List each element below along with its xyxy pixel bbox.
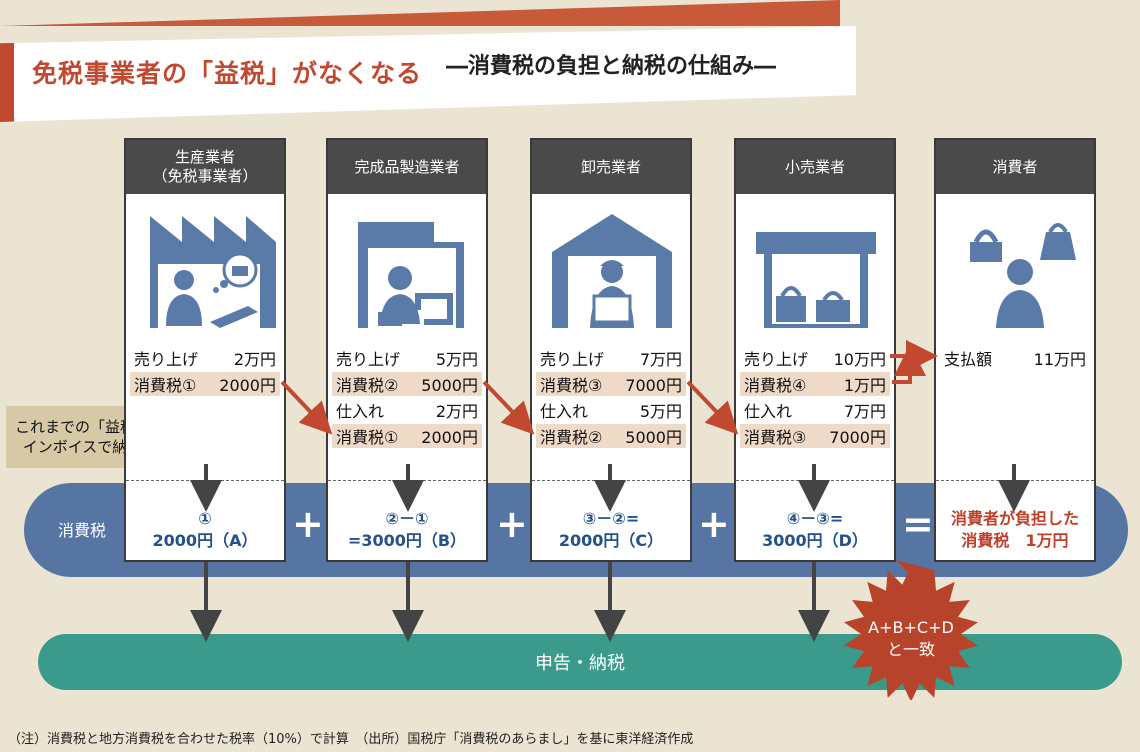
- row-sales: 売り上げ 2万円: [130, 346, 280, 370]
- row-sales: 売り上げ 10万円: [740, 346, 890, 370]
- row-value: 5000円: [625, 428, 682, 447]
- tax-calc: ④－③= 3000円（D）: [736, 508, 894, 552]
- tax-transfer-arrow: [482, 380, 535, 435]
- column-title: 完成品製造業者: [354, 157, 460, 176]
- callout-line-2: インボイスで納税に: [22, 438, 158, 456]
- row-purchase-tax: 消費税③ 7000円: [740, 424, 890, 448]
- filing-label: 申告・納税: [535, 653, 625, 674]
- row-label: 売り上げ: [744, 350, 809, 369]
- row-purchase: 仕入れ 5万円: [536, 398, 686, 422]
- row-sales: 売り上げ 7万円: [536, 346, 686, 370]
- row-purchase: 仕入れ 7万円: [740, 398, 890, 422]
- row-value: 2万円: [233, 350, 276, 369]
- row-purchase-tax: 消費税② 5000円: [536, 424, 686, 448]
- plus-operator: +: [496, 502, 528, 546]
- row-value: 2万円: [435, 402, 478, 421]
- row-value: 2000円: [421, 428, 478, 447]
- sewing-workshop-icon: [358, 222, 464, 328]
- row-value: 5万円: [435, 350, 478, 369]
- row-label: 売り上げ: [540, 350, 605, 369]
- burst-line-2: と一致: [886, 640, 935, 659]
- calc-line-2: 消費税 1万円: [961, 531, 1069, 550]
- row-label: 消費税②: [540, 428, 603, 447]
- column-header: 卸売業者: [532, 140, 690, 194]
- column-title: 小売業者: [784, 157, 845, 176]
- column-header: 生産業者（免税事業者）: [126, 140, 284, 194]
- row-value: 1万円: [843, 376, 886, 395]
- row-tax: 消費税④ 1万円: [740, 372, 890, 396]
- plus-operator: +: [292, 502, 324, 546]
- row-value: 7万円: [639, 350, 682, 369]
- payment-arrow: [892, 344, 926, 384]
- row-tax: 消費税③ 7000円: [536, 372, 686, 396]
- row-value: 5000円: [421, 376, 478, 395]
- tax-calc: ②－① =3000円（B）: [328, 508, 486, 552]
- shop-icon: [756, 232, 876, 328]
- consumer-tax-result: 消費者が負担した 消費税 1万円: [936, 508, 1094, 552]
- row-value: 2000円: [219, 376, 276, 395]
- burst-line-1: A+B+C+D: [868, 618, 954, 637]
- row-label: 消費税③: [540, 376, 603, 395]
- page-subtitle: ―消費税の負担と納税の仕組み―: [446, 54, 777, 79]
- tax-calc: ① 2000円（A）: [126, 508, 284, 552]
- row-value: 7万円: [843, 402, 886, 421]
- row-label: 売り上げ: [134, 350, 199, 369]
- column-header: 完成品製造業者: [328, 140, 486, 194]
- column-subtitle: （免税事業者）: [152, 167, 258, 185]
- row-label: 消費税④: [744, 376, 807, 395]
- starburst-text: A+B+C+D と一致: [846, 617, 976, 661]
- calc-line-2: =3000円（B）: [347, 531, 467, 550]
- calc-line-2: 2000円（C）: [558, 531, 664, 550]
- page-title: 免税事業者の「益税」がなくなる: [32, 59, 423, 88]
- row-value: 5万円: [639, 402, 682, 421]
- row-tax: 消費税② 5000円: [332, 372, 482, 396]
- tax-calc: ③－②= 2000円（C）: [532, 508, 690, 552]
- row-label: 消費税③: [744, 428, 807, 447]
- column-title: 卸売業者: [580, 157, 641, 176]
- calc-line-2: 3000円（D）: [762, 531, 868, 550]
- factory-icon: [150, 216, 276, 328]
- equals-operator: =: [902, 502, 934, 546]
- row-value: 7000円: [829, 428, 886, 447]
- footnote: （注）消費税と地方消費税を合わせた税率（10%）で計算 （出所）国税庁「消費税の…: [8, 732, 694, 747]
- row-label: 支払額: [944, 350, 993, 369]
- column-header: 小売業者: [736, 140, 894, 194]
- row-label: 仕入れ: [744, 402, 793, 421]
- column-producer: 生産業者（免税事業者） 売り上げ 2万円 消費税① 2000円 ① 2000円（A）: [124, 138, 286, 562]
- consumer-icon: [970, 223, 1076, 328]
- column-title: 生産業者: [174, 148, 235, 167]
- row-sales: 売り上げ 5万円: [332, 346, 482, 370]
- row-value: 10万円: [833, 350, 886, 369]
- row-purchase-tax: 消費税① 2000円: [332, 424, 482, 448]
- calc-line-1: 消費者が負担した: [950, 509, 1079, 528]
- row-label: 消費税②: [336, 376, 399, 395]
- calc-line-1: ①: [198, 509, 212, 528]
- column-title: 消費者: [992, 157, 1038, 176]
- row-tax: 消費税① 2000円: [130, 372, 280, 396]
- row-label: 仕入れ: [540, 402, 589, 421]
- row-label: 仕入れ: [336, 402, 385, 421]
- tax-transfer-arrow: [686, 380, 739, 435]
- plus-operator: +: [698, 502, 730, 546]
- row-value: 7000円: [625, 376, 682, 395]
- calc-line-1: ②－①: [385, 509, 429, 528]
- calc-line-1: ③－②=: [582, 509, 640, 528]
- tax-band-label: 消費税: [58, 521, 107, 540]
- row-value: 11万円: [1033, 350, 1086, 369]
- starburst-badge: [844, 560, 978, 700]
- tax-transfer-arrow: [280, 380, 333, 435]
- calc-line-1: ④－③=: [786, 509, 844, 528]
- row-label: 消費税①: [134, 376, 197, 395]
- row-purchase: 仕入れ 2万円: [332, 398, 482, 422]
- calc-line-2: 2000円（A）: [152, 531, 258, 550]
- warehouse-icon: [552, 214, 672, 328]
- row-label: 消費税①: [336, 428, 399, 447]
- column-header: 消費者: [936, 140, 1094, 194]
- row-label: 売り上げ: [336, 350, 401, 369]
- row-payment: 支払額 11万円: [940, 346, 1090, 370]
